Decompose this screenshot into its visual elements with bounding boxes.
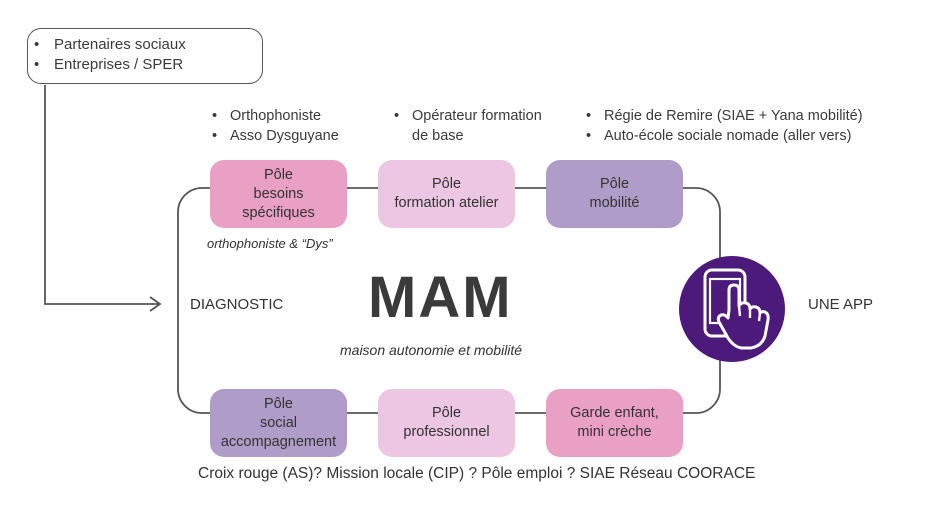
pole-besoins-specifiques: Pôle besoins spécifiques: [210, 160, 347, 228]
pole-line: formation atelier: [394, 195, 499, 211]
partners-item: Entreprises / SPER: [28, 55, 262, 75]
diagnostic-label: DIAGNOSTIC: [190, 296, 284, 313]
partners-list: Partenaires sociaux Entreprises / SPER: [28, 35, 262, 75]
partners-box: Partenaires sociaux Entreprises / SPER: [27, 28, 263, 84]
mobilite-partners-list: Régie de Remire (SIAE + Yana mobilité) A…: [584, 106, 863, 146]
pole-formation-atelier: Pôle formation atelier: [378, 160, 515, 228]
pole-line: professionnel: [403, 424, 490, 440]
mam-subtitle: maison autonomie et mobilité: [340, 342, 523, 358]
pole-line: besoins: [253, 185, 304, 202]
mam-title: MAM: [368, 265, 513, 330]
pole-line: Pôle: [263, 166, 293, 183]
pole-line: mobilité: [589, 195, 640, 211]
app-circle: [679, 256, 785, 362]
pole-line: mini crèche: [577, 424, 652, 440]
partners-item: Partenaires sociaux: [28, 35, 262, 55]
app-label: UNE APP: [808, 296, 874, 313]
list-item: Asso Dysguyane: [210, 126, 339, 146]
bottom-partners-text: Croix rouge (AS)? Mission locale (CIP) ?…: [198, 465, 756, 482]
besoins-partners-list: Orthophoniste Asso Dysguyane: [210, 106, 339, 146]
partners-to-diagnostic-line: [44, 85, 160, 305]
pole-line: Garde enfant,: [570, 405, 659, 421]
pole-garde-enfant: Garde enfant, mini crèche: [546, 389, 683, 457]
pole-line: Pôle: [263, 395, 293, 412]
pole-line: spécifiques: [242, 204, 315, 221]
list-item: Orthophoniste: [210, 106, 339, 126]
pole-line: Pôle: [599, 176, 630, 192]
pole-professionnel: Pôle professionnel: [378, 389, 515, 457]
list-item: Opérateur formation: [392, 106, 542, 126]
list-item: Régie de Remire (SIAE + Yana mobilité): [584, 106, 863, 126]
pole-line: social: [259, 414, 298, 431]
besoins-note: orthophoniste & “Dys”: [207, 236, 333, 251]
list-item: de base: [412, 128, 464, 144]
pole-line: Pôle: [431, 405, 462, 421]
formation-partners-list: Opérateur formation de base: [392, 106, 542, 146]
pole-line: Pôle: [431, 176, 462, 192]
list-item: Auto-école sociale nomade (aller vers): [584, 126, 863, 146]
arrow-right-icon: [149, 296, 162, 312]
pole-social-accompagnement: Pôle social accompagnement: [210, 389, 347, 457]
pole-mobilite: Pôle mobilité: [546, 160, 683, 228]
pole-line: accompagnement: [220, 433, 337, 450]
tablet-touch-icon: [703, 268, 770, 350]
